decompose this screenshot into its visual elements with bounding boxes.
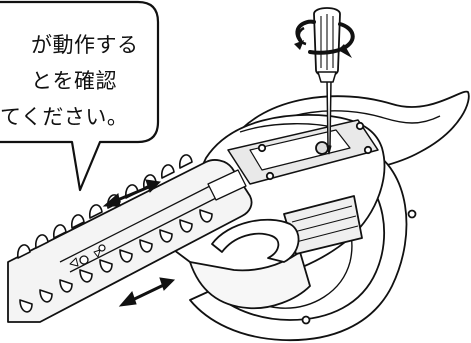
screwdriver-icon <box>313 7 341 155</box>
speech-bubble: が動作する とを確認 てください。 <box>0 0 160 192</box>
callout-line-2: とを確認 <box>31 69 117 93</box>
trimmer-body <box>165 114 386 310</box>
rotate-clockwise-icon <box>294 19 355 58</box>
trimmer-blade <box>7 154 253 323</box>
callout-line-1: が動作する <box>31 33 139 57</box>
double-headed-arrow-icon <box>102 179 162 207</box>
callout-line-3: てください。 <box>0 105 128 129</box>
double-headed-arrow-icon <box>118 277 176 307</box>
